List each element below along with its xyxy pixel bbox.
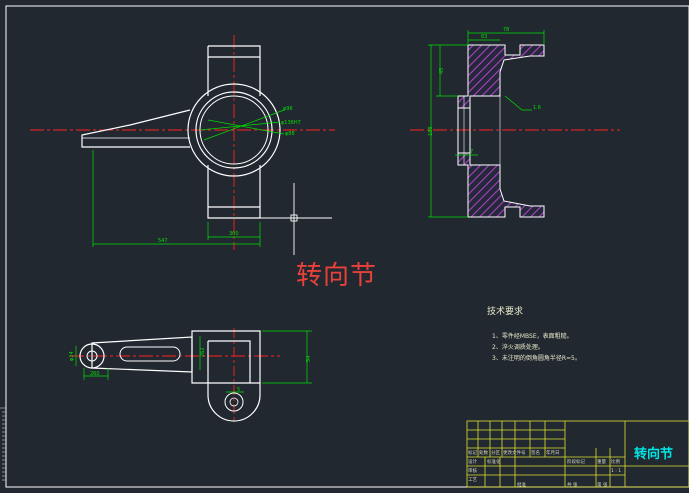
side-dim-height: 188 (428, 126, 434, 136)
upper-boss (207, 45, 261, 96)
dim-hole-1: φ96 (283, 106, 293, 112)
lower-boss (207, 165, 261, 219)
svg-text:分区: 分区 (491, 449, 500, 456)
side-dim-top-2: 63 (481, 34, 487, 40)
svg-text:批准: 批准 (517, 481, 526, 488)
drawing-part-name: 转向节 (296, 261, 378, 291)
dim-hole-3: φ88 (285, 131, 295, 137)
svg-text:处数: 处数 (479, 449, 488, 456)
plan-eye-inner (86, 350, 98, 362)
tech-requirement-item: 2、淬火调质处理。 (492, 344, 544, 351)
svg-text:比例: 比例 (611, 458, 620, 465)
plan-lower-hole-inner (229, 397, 239, 407)
plan-dim-mid: 262 (200, 347, 206, 357)
dim-small: 300 (229, 231, 239, 237)
svg-text:更改文件号: 更改文件号 (503, 449, 526, 456)
side-dim-top-1: 78 (503, 27, 509, 33)
svg-text:重量: 重量 (597, 458, 606, 465)
crosshair-cursor[interactable] (258, 183, 332, 255)
svg-text:设计: 设计 (468, 458, 477, 465)
svg-text:1 : 1: 1 : 1 (611, 468, 621, 474)
plan-eye-outer (79, 343, 105, 369)
side-dim-small: 7 (470, 149, 473, 155)
left-ruler (0, 407, 6, 481)
plan-dim-under: 260 (90, 371, 100, 377)
svg-text:标准化: 标准化 (487, 458, 501, 465)
title-block-labels: 标记 处数 分区 更改文件号 签名 年月日 设计 标准化 阶段标记 重量 比例 … (468, 449, 621, 488)
plan-lower-round (207, 383, 261, 422)
hub-mid-ring (195, 91, 273, 169)
plan-dim-right: 54 (306, 356, 312, 362)
side-section-view[interactable]: 78 63 45 188 7 1.6 (410, 27, 620, 218)
plan-lower-hole (224, 392, 244, 412)
title-block[interactable] (466, 420, 689, 488)
dim-width: 547 (158, 238, 168, 244)
plan-view[interactable]: φ24 260 262 54 5 (69, 328, 312, 422)
svg-text:工艺: 工艺 (468, 477, 477, 483)
title-block-part-name: 转向节 (634, 447, 674, 462)
plan-dim-lines (75, 330, 312, 393)
svg-text:第 张: 第 张 (597, 481, 608, 488)
plan-dim-side: 5 (237, 387, 240, 393)
side-dim-lines (428, 30, 545, 218)
plan-arm (91, 336, 193, 373)
steering-arm (81, 109, 191, 148)
side-dim-left-1: 45 (439, 68, 445, 74)
hub-outer-ring (187, 83, 281, 177)
plan-dim-left: φ24 (69, 351, 75, 361)
section-upper-flange (457, 44, 545, 109)
plan-slot (119, 346, 181, 362)
diameter-leaders (199, 109, 285, 141)
svg-text:共 张: 共 张 (567, 481, 578, 488)
drawing-border (5, 5, 689, 488)
svg-text:年月日: 年月日 (546, 449, 560, 456)
tech-requirement-item: 3、未注明的倒角圆角半径R=5。 (492, 355, 581, 362)
front-view[interactable]: φ96 φ136H7 φ88 547 300 (30, 35, 335, 250)
tech-requirement-item: 1、零件经MBSE，表面粗糙。 (492, 333, 573, 340)
svg-text:标记: 标记 (468, 449, 477, 456)
dim-hole-2: φ136H7 (281, 120, 301, 126)
tech-requirements-title: 技术要求 (487, 307, 524, 317)
svg-text:审核: 审核 (468, 467, 477, 474)
svg-text:阶段标记: 阶段标记 (567, 458, 585, 465)
section-lower-flange (457, 152, 545, 218)
dim-width-lines (92, 150, 261, 247)
side-dim-label: 1.6 (533, 105, 541, 111)
svg-text:签名: 签名 (531, 449, 540, 456)
